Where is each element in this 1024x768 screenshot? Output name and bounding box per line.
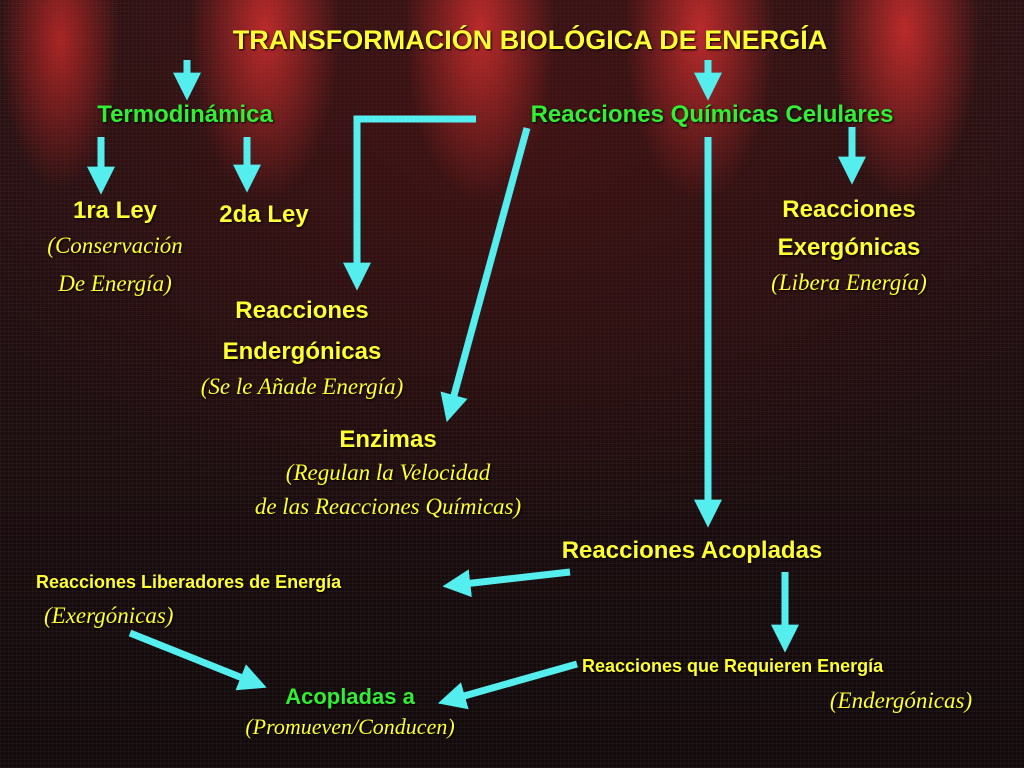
node-acopladas-a-sub: (Promueven/Conducen): [245, 714, 455, 739]
node-exergonicas-sub: (Libera Energía): [771, 270, 927, 295]
arrow-to-liberadoras: [442, 568, 571, 598]
diagram-title: TRANSFORMACIÓN BIOLÓGICA DE ENERGÍA: [232, 25, 828, 55]
node-enzimas-sub1: (Regulan la Velocidad: [285, 460, 491, 485]
node-termodinamica: Termodinámica: [97, 101, 273, 128]
node-endergonicas-sub: (Se le Añade Energía): [200, 374, 404, 399]
node-acopladas-a: Acopladas a: [285, 684, 415, 709]
node-2da-ley: 2da Ley: [219, 201, 309, 228]
arrow-to-endergonicas: [343, 115, 476, 291]
arrow-liberadoras-to-acopladas-a: [128, 629, 267, 691]
node-liberadoras: Reacciones Liberadores de Energía: [36, 572, 342, 592]
node-1ra-ley: 1ra Ley: [72, 197, 158, 224]
node-exergonicas-line2: Exergónicas: [777, 234, 921, 261]
node-requieren: Reacciones que Requieren Energía: [582, 656, 884, 676]
arrow-requieren-to-acopladas-a: [437, 660, 578, 710]
node-endergonicas-line1: Reacciones: [235, 297, 369, 324]
node-reacciones-quimicas: Reacciones Químicas Celulares: [530, 101, 894, 128]
node-enzimas: Enzimas: [339, 426, 437, 453]
node-endergonicas-line2: Endergónicas: [222, 338, 382, 365]
node-enzimas-sub2: de las Reacciones Químicas): [254, 494, 522, 519]
node-1ra-ley-sub1: (Conservación: [47, 233, 183, 258]
node-liberadoras-sub: (Exergónicas): [44, 603, 174, 628]
node-1ra-ley-sub2: De Energía): [58, 271, 172, 296]
node-exergonicas-line1: Reacciones: [782, 196, 916, 223]
node-acopladas: Reacciones Acopladas: [561, 537, 823, 564]
arrow-to-enzimas: [440, 127, 531, 423]
node-requieren-sub: (Endergónicas): [829, 688, 973, 713]
